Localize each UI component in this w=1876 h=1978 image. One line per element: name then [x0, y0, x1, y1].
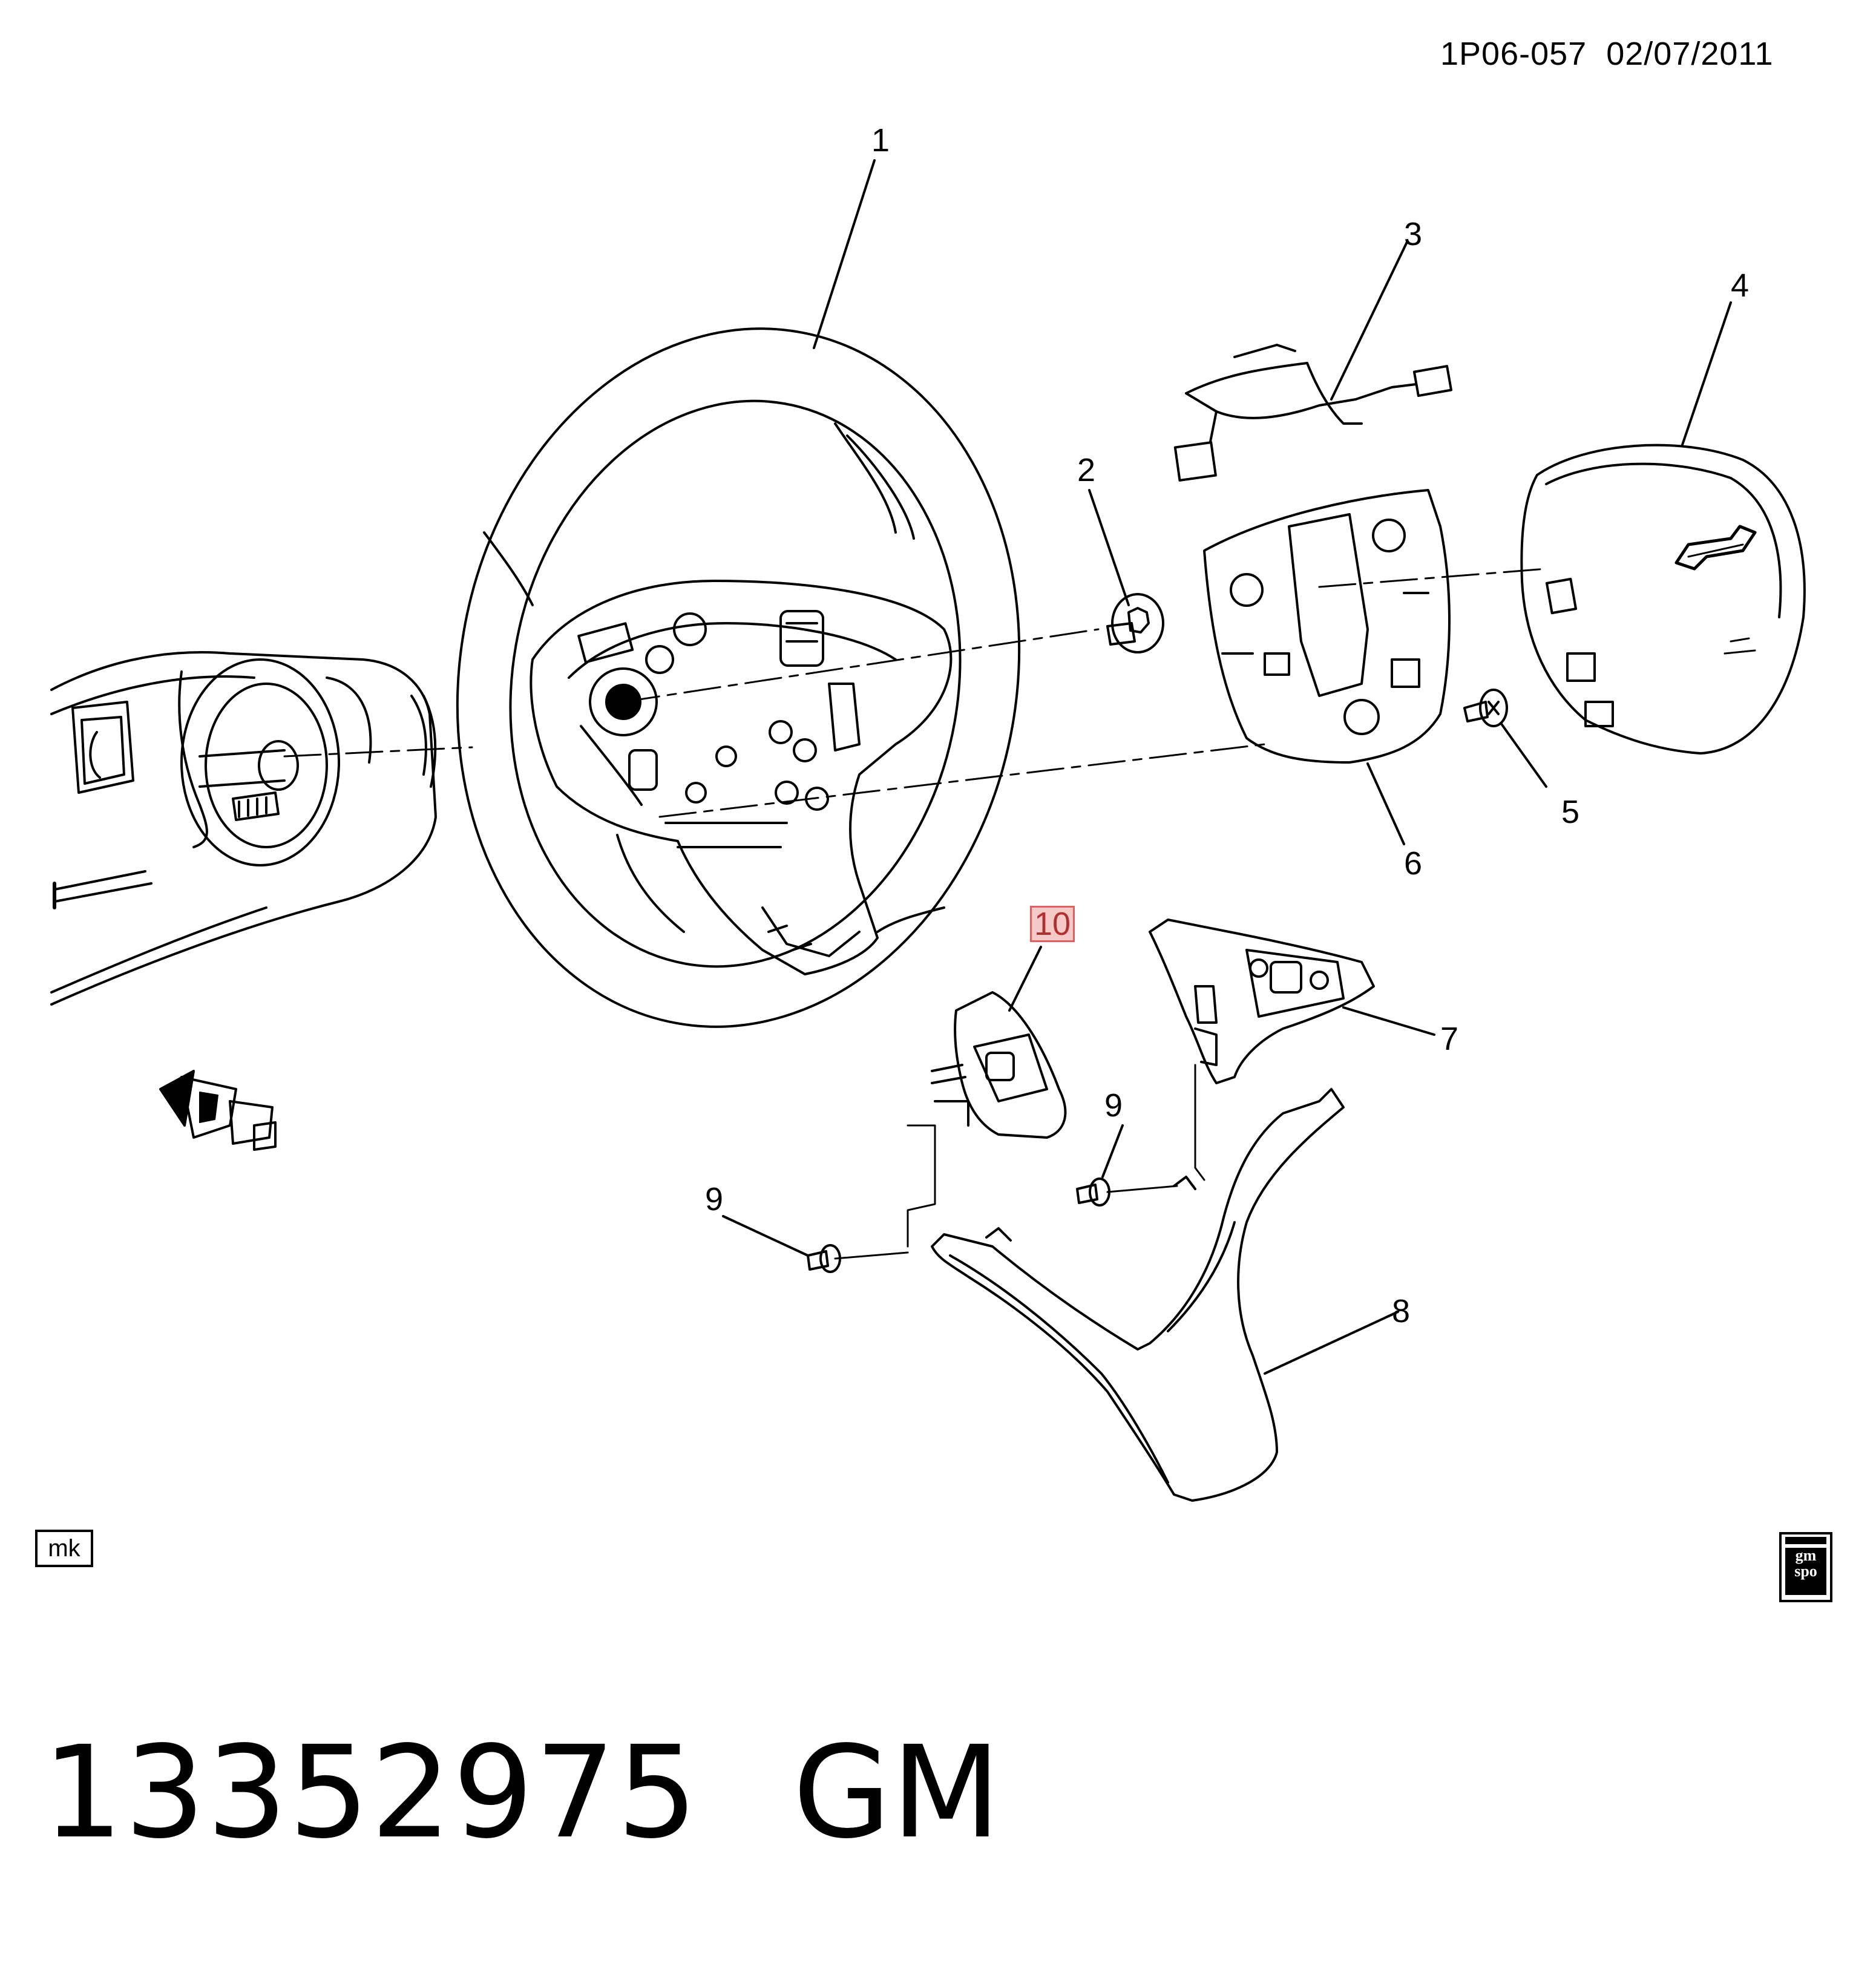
callout-6: 6 [1404, 845, 1423, 882]
part-5-screw [1463, 689, 1508, 727]
callout-4: 4 [1731, 267, 1750, 304]
mk-label: mk [35, 1530, 93, 1567]
callout-2: 2 [1077, 452, 1096, 488]
diagram-date: 02/07/2011 [1606, 36, 1774, 72]
steering-wheel [456, 327, 1021, 1028]
gm-spo-logo: gm spo [1779, 1532, 1832, 1602]
steering-column-dash [50, 651, 437, 1006]
callout-5: 5 [1561, 794, 1580, 830]
part-4-airbag [1520, 444, 1806, 755]
diagram-reference: 1P06-057 02/07/2011 [1440, 35, 1773, 73]
part-number: 13352975 [42, 1718, 699, 1867]
alignment-lines [283, 568, 1547, 818]
part-7-right-switch [1149, 919, 1375, 1084]
diagram-id-text: 1P06-057 [1440, 36, 1587, 72]
leader-lines [722, 159, 1732, 1375]
logo-top-bar [1785, 1537, 1826, 1544]
callout-10-highlighted[interactable]: 10 [1029, 906, 1075, 942]
callout-3: 3 [1404, 216, 1423, 252]
part-9-screw-right [1076, 1177, 1110, 1207]
callout-1: 1 [871, 122, 890, 159]
bracket-lines [834, 1064, 1205, 1260]
part-6-horn-bracket [1203, 489, 1451, 764]
callout-8: 8 [1392, 1293, 1411, 1329]
brand-name: GM [793, 1718, 1001, 1867]
logo-text-spo: spo [1794, 1562, 1817, 1580]
callout-7: 7 [1440, 1021, 1459, 1057]
callout-9-right: 9 [1104, 1087, 1123, 1124]
part-8-bezel [931, 1088, 1345, 1502]
part-3-wiring-harness [1173, 344, 1453, 482]
logo-text-gm: gm [1795, 1547, 1817, 1564]
callout-9-left: 9 [705, 1181, 724, 1217]
logo-text: gm spo [1785, 1548, 1826, 1595]
front-direction-icon [159, 1070, 277, 1151]
part-2-bolt [1106, 593, 1164, 653]
part-10-left-switch [931, 991, 1067, 1139]
